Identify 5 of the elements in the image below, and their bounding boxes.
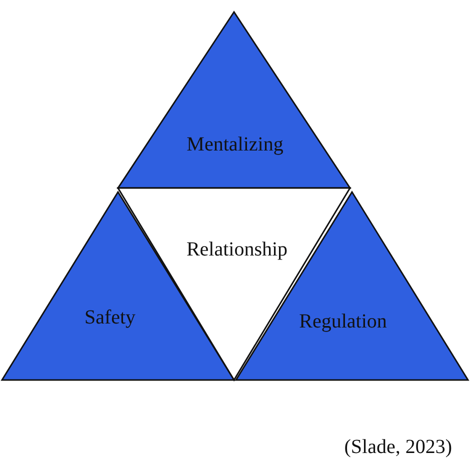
triangle-label: Safety (84, 306, 136, 330)
triangle-label: Relationship (186, 238, 288, 262)
citation: (Slade, 2023) (344, 436, 452, 459)
triangle-label: Mentalizing (186, 134, 284, 156)
triangle-label: Regulation (299, 310, 387, 334)
